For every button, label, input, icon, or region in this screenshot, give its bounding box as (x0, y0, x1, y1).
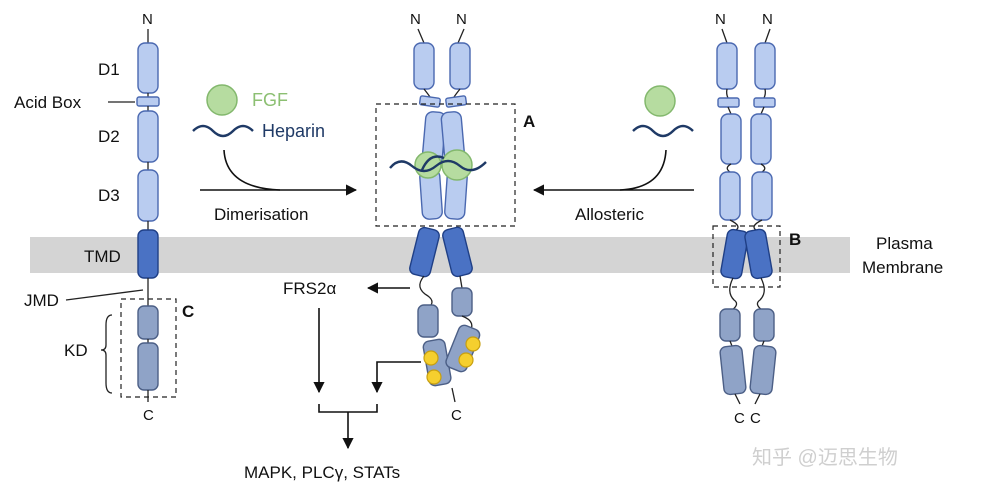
c-terminus-label: C (451, 407, 462, 424)
box-c-label: C (182, 302, 194, 321)
fgf-ligand-free (644, 85, 676, 117)
active-dimer: N N A C (375, 11, 535, 424)
n-terminus-label-left: N (715, 11, 726, 28)
kd-n-lobe (417, 304, 439, 338)
watermark-text: 知乎 @迈思生物 (752, 446, 898, 469)
monomer-receptor: N C D1 Acid Box D2 D3 TMD JMD KD C (14, 11, 194, 424)
d2-domain (137, 110, 159, 163)
phosphate-group (458, 352, 474, 368)
kd-n-lobe (451, 287, 473, 317)
tmd-domain (720, 228, 749, 280)
box-b-outline (712, 225, 781, 288)
box-a-label: A (523, 112, 535, 131)
allosteric-arrow (532, 149, 667, 196)
allosteric-label: Allosteric (575, 205, 644, 224)
d2-label: D2 (98, 127, 120, 146)
d3-label: D3 (98, 186, 120, 205)
phosphate-group (423, 350, 439, 366)
kd-c-lobe (719, 344, 747, 396)
kd-n-lobe (719, 308, 741, 342)
acid-box-domain (136, 96, 160, 107)
n-terminus-label-right: N (456, 11, 467, 28)
box-b-label: B (789, 230, 801, 249)
acid-box-label: Acid Box (14, 93, 82, 112)
tmd-domain (409, 226, 440, 278)
heparin-free (632, 124, 694, 138)
kd-label: KD (64, 341, 88, 360)
phosphate-group (465, 336, 481, 352)
downstream-label: MAPK, PLCγ, STATs (244, 463, 400, 482)
dimerisation-label: Dimerisation (214, 205, 308, 224)
kd-n-lobe (137, 305, 159, 340)
heparin-legend (192, 124, 254, 138)
tmd-label: TMD (84, 247, 121, 266)
fgf-ligand-legend (206, 84, 238, 116)
kd-c-lobe (137, 342, 159, 391)
jmd-label: JMD (24, 291, 59, 310)
kd-down-arrow (371, 361, 421, 394)
c-terminus-label-left: C (734, 410, 745, 427)
plasma-membrane-label-line2: Membrane (862, 258, 943, 277)
fgf-label: FGF (252, 90, 288, 110)
phosphate-group (426, 369, 442, 385)
kd-c-lobe (749, 344, 777, 396)
n-terminus-label-right: N (762, 11, 773, 28)
frs2a-label: FRS2α (283, 279, 336, 298)
plasma-membrane-label-line1: Plasma (876, 234, 933, 253)
tmd-domain (442, 226, 473, 278)
n-terminus-label-left: N (410, 11, 421, 28)
heparin-bound (389, 159, 487, 173)
inactive-dimer: N N B C C (712, 11, 801, 427)
d3-domain (137, 169, 159, 222)
box-a-outline (375, 103, 516, 227)
d1-domain (137, 42, 159, 94)
kd-n-lobe (753, 308, 775, 342)
c-terminus-label-right: C (750, 410, 761, 427)
heparin-label: Heparin (262, 121, 325, 141)
c-terminus-label: C (143, 407, 154, 424)
dimerisation-arrow (223, 149, 358, 196)
d1-label: D1 (98, 60, 120, 79)
box-c-outline (120, 298, 177, 398)
tmd-domain (744, 228, 773, 280)
n-terminus-label: N (142, 11, 153, 28)
tmd-domain (137, 229, 159, 279)
